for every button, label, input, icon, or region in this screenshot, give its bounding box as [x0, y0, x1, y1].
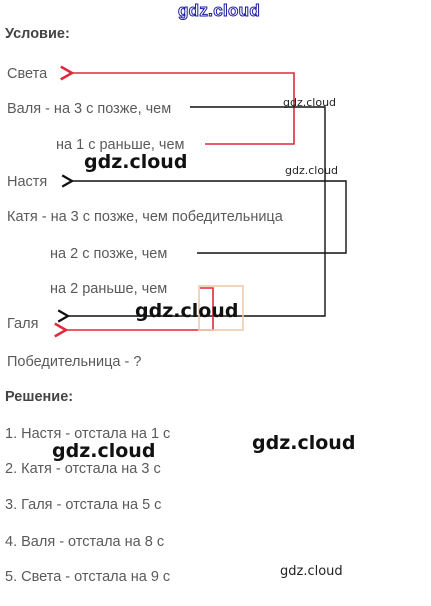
red-arrow-to-galya — [54, 287, 214, 338]
solution-item-2: 2. Катя - отстала на 3 с — [5, 461, 161, 477]
condition-line-nastya: Настя — [7, 174, 48, 190]
condition-line-sveta: Света — [7, 66, 48, 82]
condition-line-valya-2: на 1 с раньше, чем — [56, 137, 185, 153]
watermark-small-3: gdz.cloud — [280, 564, 343, 579]
solution-item-4: 4. Валя - отстала на 8 с — [5, 534, 165, 550]
top-watermark: gdz.cloud — [177, 1, 261, 21]
black-arrow-valya-to-galya — [57, 106, 326, 323]
watermark-large-4: gdz.cloud — [52, 440, 156, 462]
condition-question: Победительница - ? — [7, 354, 142, 370]
solution-item-5: 5. Света - отстала на 9 с — [5, 569, 171, 585]
watermark-large-3: gdz.cloud — [252, 432, 356, 454]
highlight-box — [198, 285, 244, 331]
condition-line-valya: Валя - на 3 с позже, чем — [7, 101, 172, 117]
condition-line-katya: Катя - на 3 с позже, чем победительница — [7, 209, 283, 225]
condition-line-katya-3: на 2 раньше, чем — [50, 281, 168, 297]
condition-line-galya: Галя — [7, 316, 39, 332]
watermark-small-1: gdz.cloud — [283, 96, 337, 109]
red-arrow-to-sveta — [60, 65, 295, 145]
solution-item-3: 3. Галя - отстала на 5 с — [5, 497, 162, 513]
solution-heading: Решение: — [5, 389, 74, 405]
condition-heading: Условие: — [5, 26, 70, 42]
watermark-large-1: gdz.cloud — [84, 151, 188, 173]
condition-line-katya-2: на 2 с позже, чем — [50, 246, 168, 262]
watermark-large-2: gdz.cloud — [135, 300, 239, 322]
black-arrow-katya-to-nastya — [61, 174, 347, 254]
watermark-small-2: gdz.cloud — [285, 164, 339, 177]
solution-item-1: 1. Настя - отстала на 1 с — [5, 426, 171, 442]
